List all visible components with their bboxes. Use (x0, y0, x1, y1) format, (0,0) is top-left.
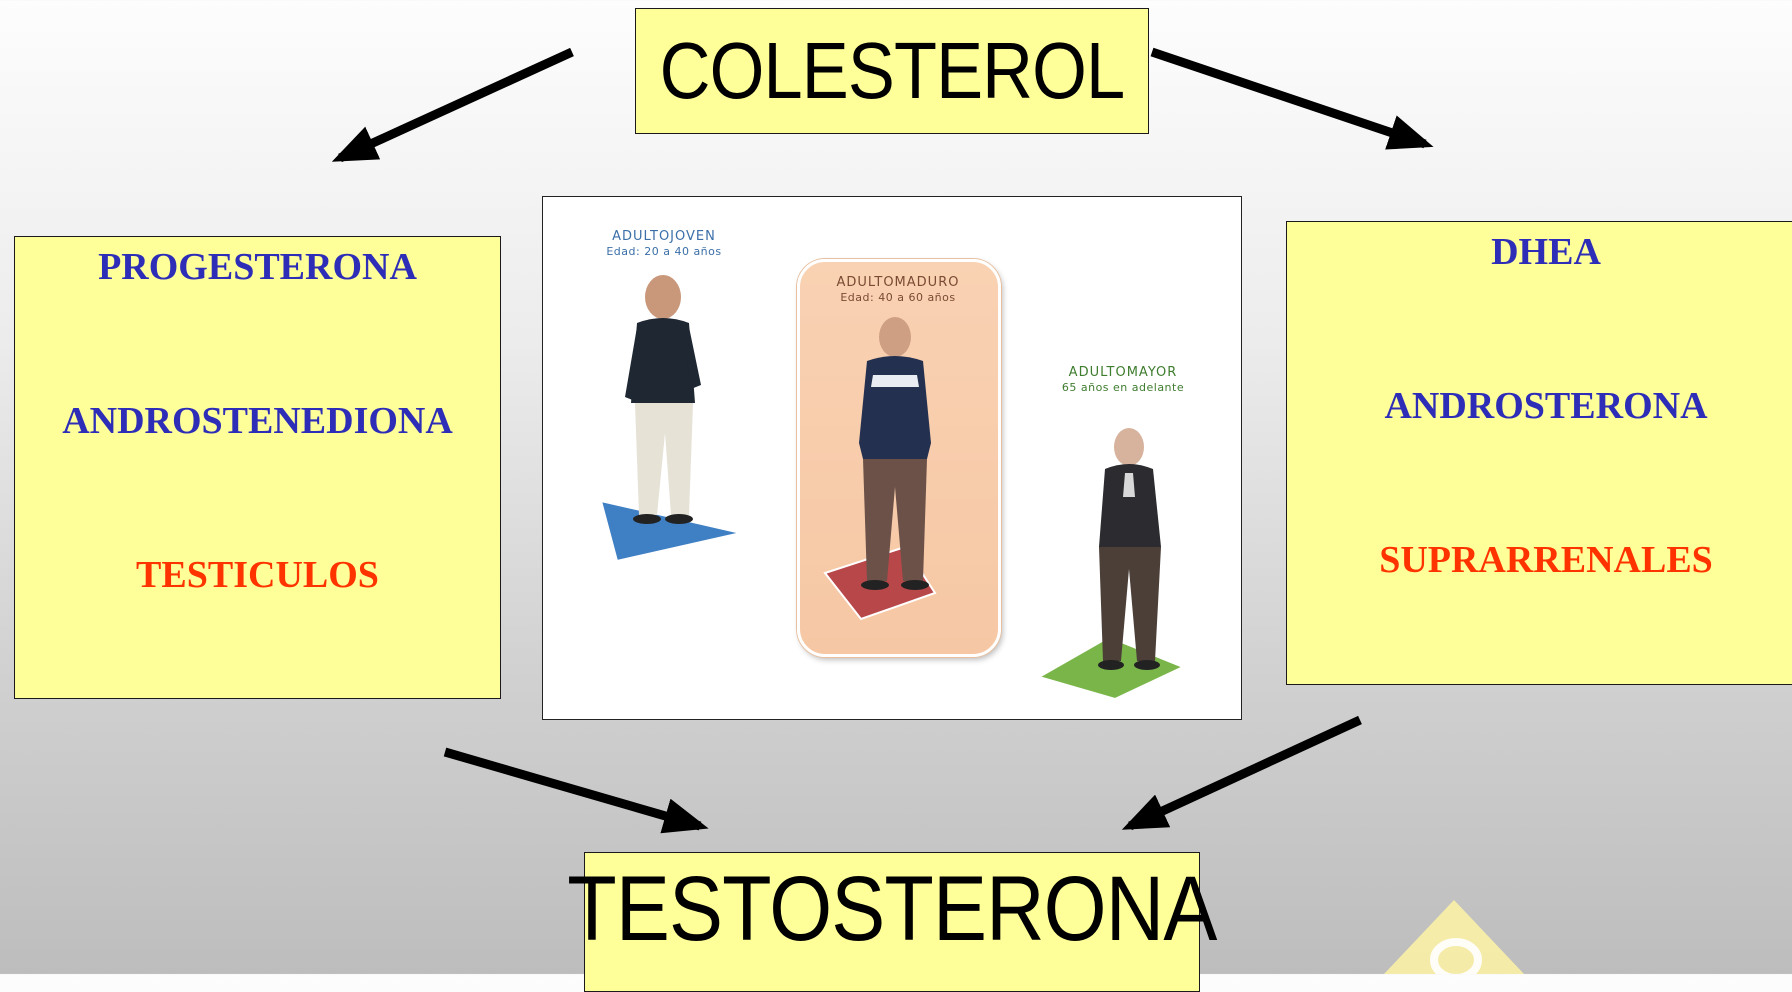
older-adult-figure (1039, 428, 1183, 699)
label-dhea: DHEA (1287, 230, 1792, 274)
young-adult-figure (601, 275, 741, 561)
right-hormone-box: DHEA ANDROSTERONA SUPRARRENALES (1286, 221, 1792, 685)
label-androstenediona: ANDROSTENEDIONA (15, 399, 500, 443)
node-colesterol: COLESTEROL (635, 8, 1149, 134)
label-suprarrenales: SUPRARRENALES (1287, 538, 1792, 582)
label-testiculos: TESTICULOS (15, 553, 500, 597)
arrow-right-to-testosterona (1130, 720, 1360, 826)
node-testosterona: TESTOSTERONA (584, 852, 1200, 992)
left-hormone-box: PROGESTERONA ANDROSTENEDIONA TESTICULOS (14, 236, 501, 699)
node-testosterona-label: TESTOSTERONA (567, 857, 1216, 962)
figures-art (543, 197, 1242, 720)
arrow-colesterol-to-left (340, 52, 572, 158)
arrow-left-to-testosterona (445, 752, 700, 826)
watermark-logo-icon (1384, 900, 1524, 974)
label-androsterona: ANDROSTERONA (1287, 384, 1792, 428)
arrow-colesterol-to-right (1152, 52, 1425, 144)
label-progesterona: PROGESTERONA (15, 245, 500, 289)
age-groups-illustration: ADULTOJOVEN Edad: 20 a 40 años ADULTOMAD… (542, 196, 1242, 720)
node-colesterol-label: COLESTEROL (660, 25, 1125, 117)
middle-adult-figure (825, 317, 935, 619)
